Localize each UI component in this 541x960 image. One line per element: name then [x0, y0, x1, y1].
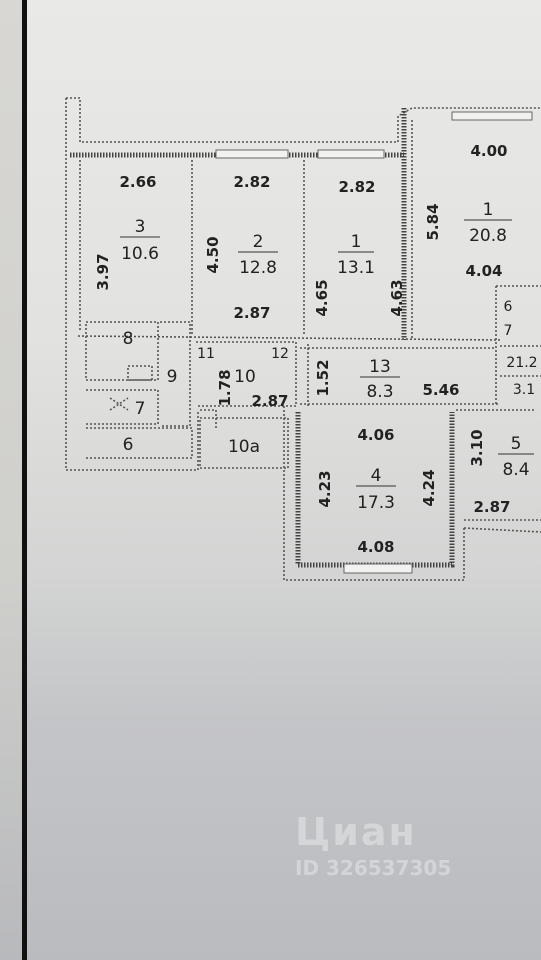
room-11-number: 11	[197, 346, 215, 362]
room-12-number: 12	[271, 346, 289, 362]
watermark-id: ID 326537305	[295, 856, 452, 880]
dimension-label: 2.66	[119, 173, 156, 191]
room-4-label: 4 17.3	[356, 466, 396, 513]
dimension-label: 2.82	[233, 173, 270, 191]
dimension-label: 2.82	[338, 178, 375, 196]
room-3-label: 3 10.6	[120, 217, 160, 264]
watermark-brand: Циан	[295, 810, 417, 854]
svg-text:13.1: 13.1	[337, 258, 375, 278]
room-1-label: 1 13.1	[337, 232, 375, 278]
dimension-label: 4.65	[313, 279, 331, 316]
dimension-label: 2.87	[251, 392, 288, 410]
room-7-right-number: 7	[504, 323, 513, 339]
dimension-label: 4.23	[316, 470, 334, 507]
room-3-1-number: 3.1	[513, 382, 535, 398]
dimension-label: 4.50	[204, 236, 222, 273]
photo-left-background	[0, 0, 24, 960]
page-edge-line	[22, 0, 27, 960]
room-8-number: 8	[123, 329, 134, 349]
dimension-label: 1.78	[216, 369, 234, 406]
dimension-label: 3.97	[94, 253, 112, 290]
dimension-label: 1.52	[314, 359, 332, 396]
room-9-number: 9	[167, 367, 178, 387]
room-7-number: 7	[135, 399, 146, 419]
dimension-label: 5.84	[424, 203, 442, 240]
room-21-2-number: 21.2	[506, 355, 537, 371]
svg-text:20.8: 20.8	[469, 226, 507, 246]
svg-text:12.8: 12.8	[239, 258, 277, 278]
dimension-label: 3.10	[468, 429, 486, 466]
room-13-label: 13 8.3	[360, 357, 400, 402]
svg-text:13: 13	[369, 357, 391, 377]
dimension-label: 2.87	[233, 304, 270, 322]
room-10-number: 10	[234, 367, 256, 387]
dimension-label: 2.87	[473, 498, 510, 516]
room-6-number: 6	[123, 435, 134, 455]
room-2-label: 2 12.8	[238, 232, 278, 278]
room-10a-number: 10a	[228, 437, 260, 457]
svg-text:2: 2	[253, 232, 264, 252]
dimension-label: 5.46	[422, 381, 459, 399]
dimension-label: 4.06	[357, 426, 394, 444]
watermark: Циан ID 326537305	[295, 810, 451, 880]
dimension-label: 4.00	[470, 142, 507, 160]
svg-text:8.3: 8.3	[366, 382, 393, 402]
dimension-label: 4.04	[465, 262, 502, 280]
room-1-large-label: 1 20.8	[464, 200, 512, 246]
dimension-label: 4.08	[357, 538, 394, 556]
room-6-right-number: 6	[504, 299, 513, 315]
svg-text:1: 1	[351, 232, 362, 252]
room-5-label: 5 8.4	[498, 434, 534, 480]
dimension-label: 4.24	[420, 469, 438, 506]
svg-text:3: 3	[135, 217, 146, 237]
dimension-label: 4.63	[388, 279, 406, 316]
svg-text:5: 5	[511, 434, 522, 454]
svg-text:8.4: 8.4	[502, 460, 529, 480]
plan-walls	[65, 97, 541, 581]
svg-text:10.6: 10.6	[121, 244, 159, 264]
svg-text:4: 4	[371, 466, 382, 486]
svg-text:1: 1	[483, 200, 494, 220]
svg-text:17.3: 17.3	[357, 493, 395, 513]
